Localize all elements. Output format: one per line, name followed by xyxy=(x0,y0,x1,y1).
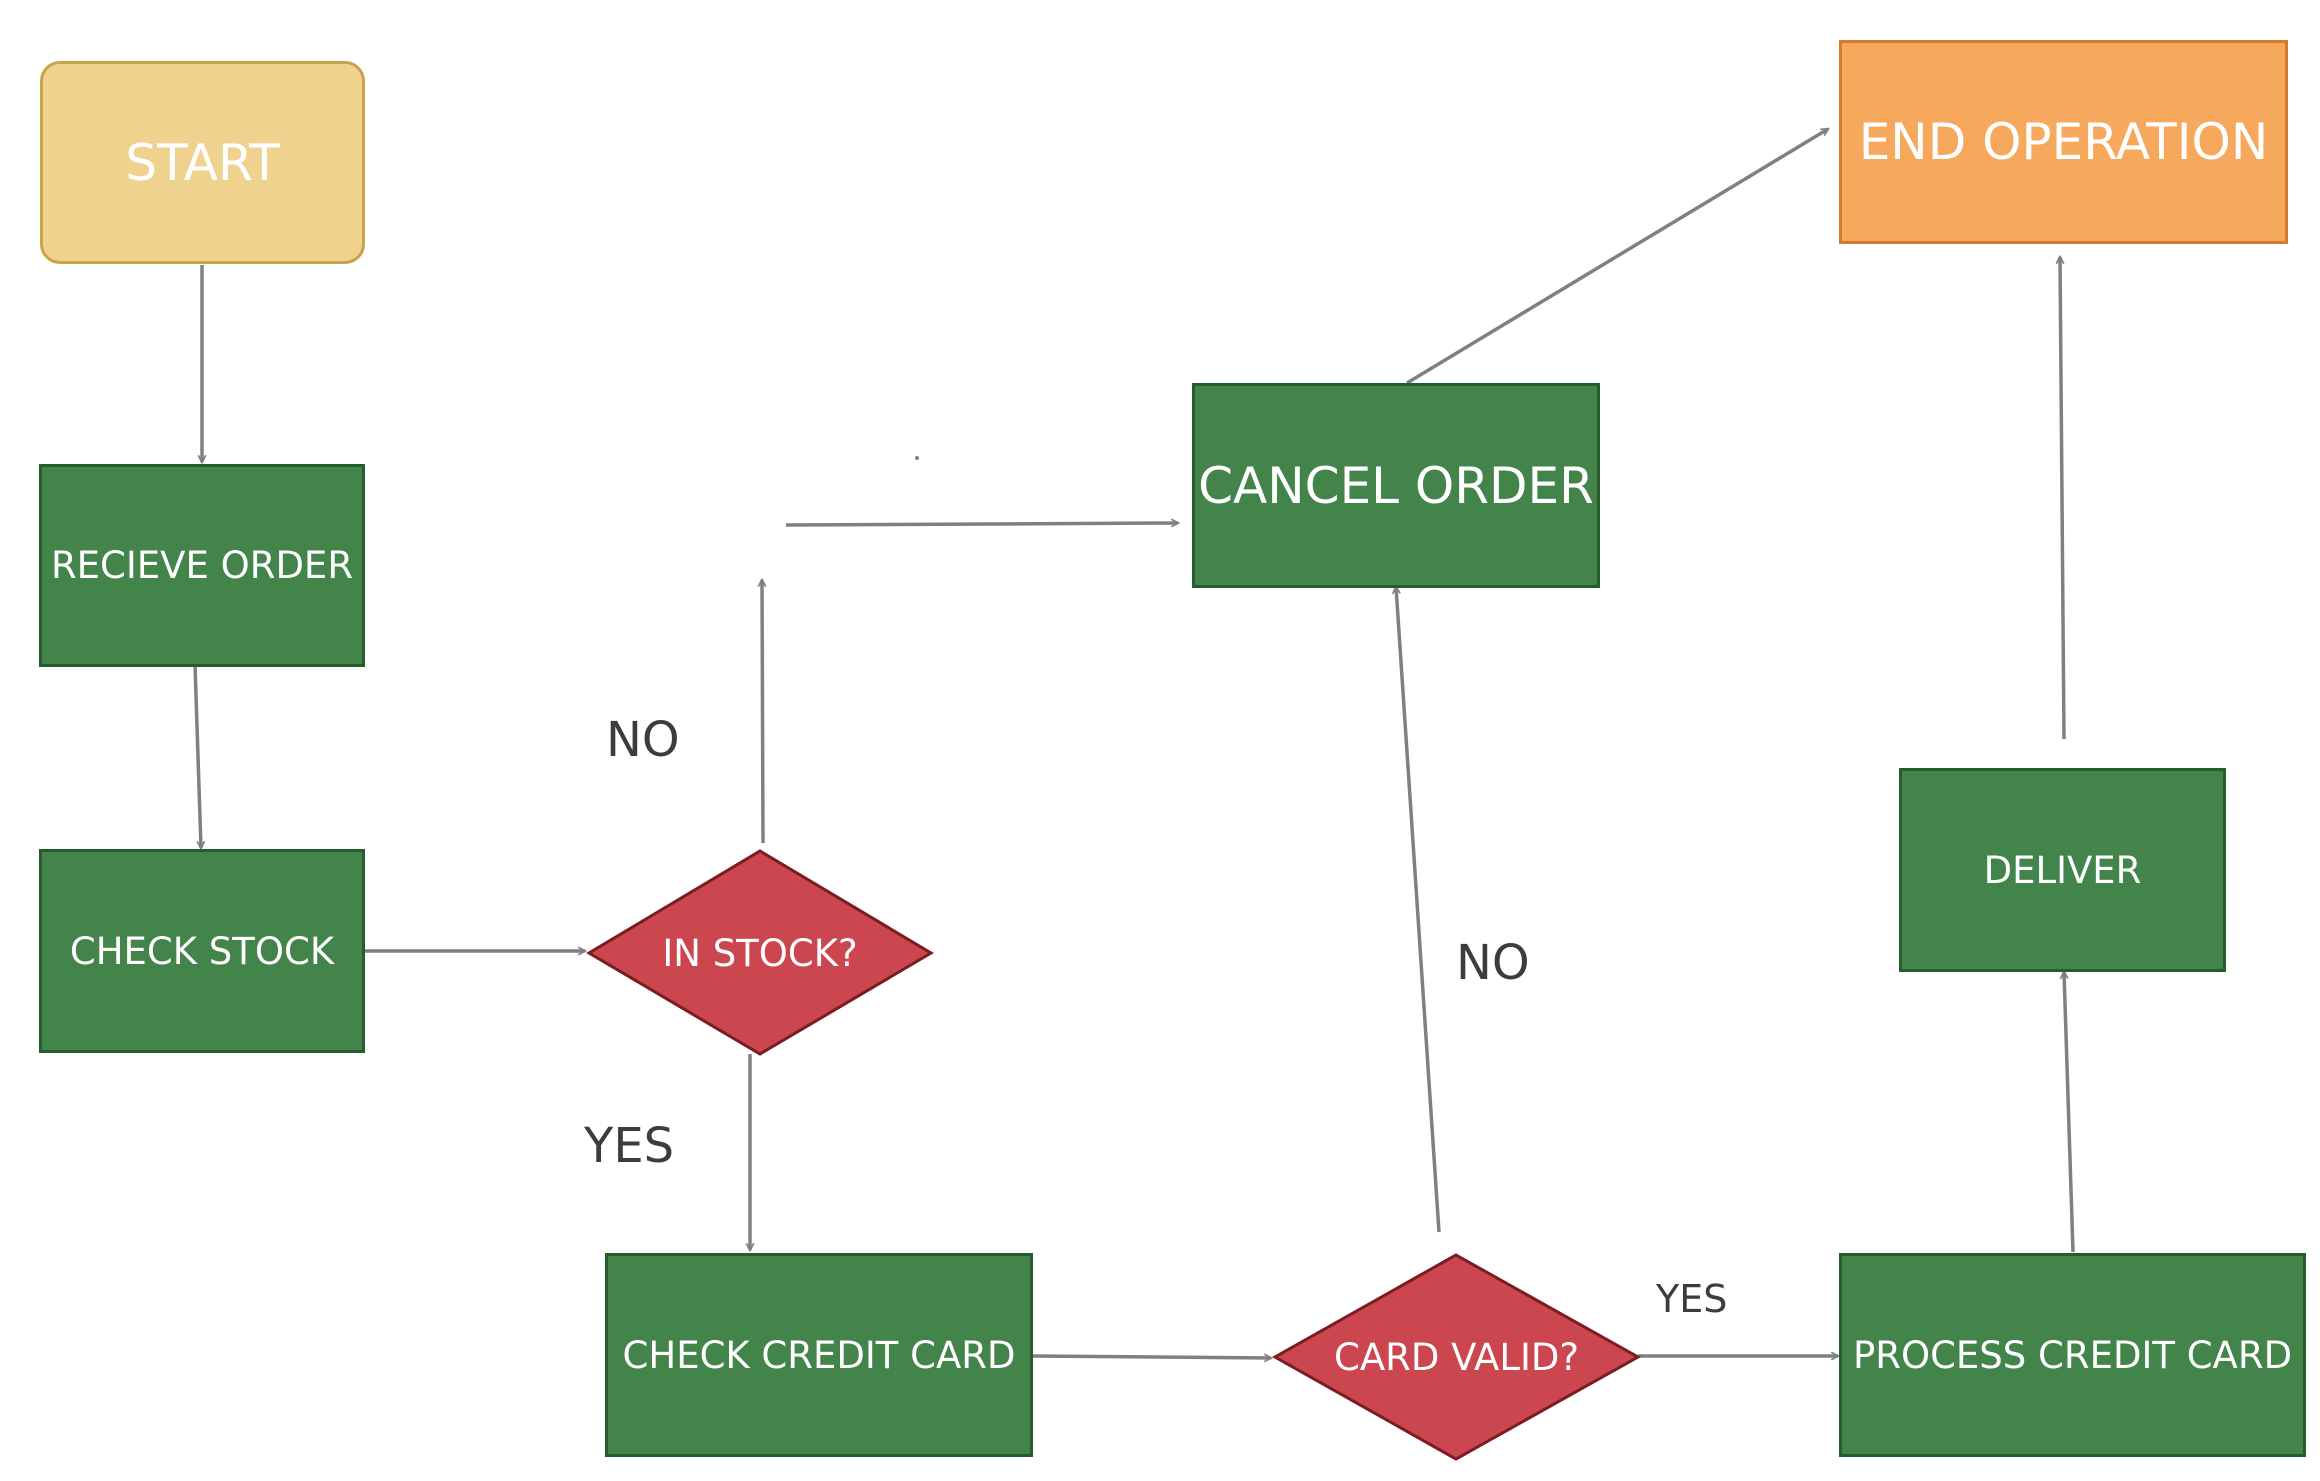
check-credit-card-node: CHECK CREDIT CARD xyxy=(605,1253,1033,1457)
card-valid-diamond xyxy=(1271,1253,1642,1461)
end-operation-node: END OPERATION xyxy=(1839,40,2288,244)
edge-no-to-cancel xyxy=(785,523,1178,525)
card-valid-yes-label: YES xyxy=(1656,1277,1728,1321)
in-stock-diamond xyxy=(586,849,934,1056)
edge-process-to-deliver xyxy=(2064,972,2075,1253)
edge-in-stock-no-up xyxy=(762,580,763,844)
process-credit-card-node: PROCESS CREDIT CARD xyxy=(1839,1253,2306,1457)
edge-deliver-to-end xyxy=(2060,257,2066,740)
check-stock-label: CHECK STOCK xyxy=(69,929,335,973)
stray-dot xyxy=(915,456,919,460)
check-credit-card-label: CHECK CREDIT CARD xyxy=(622,1333,1016,1377)
edge-card-valid-no-to-cancel xyxy=(1396,587,1441,1233)
process-credit-card-label: PROCESS CREDIT CARD xyxy=(1852,1333,2293,1377)
card-valid-no-label: NO xyxy=(1456,935,1530,991)
start-node-label: START xyxy=(125,133,280,192)
receive-order-label: RECIEVE ORDER xyxy=(50,544,354,587)
in-stock-yes-label: YES xyxy=(584,1118,675,1174)
edge-receive-to-check-stock xyxy=(193,664,201,848)
cancel-order-node: CANCEL ORDER xyxy=(1192,383,1600,588)
receive-order-node: RECIEVE ORDER xyxy=(39,464,365,667)
edge-cancel-to-end xyxy=(1406,127,1828,385)
deliver-node: DELIVER xyxy=(1899,768,2226,972)
in-stock-label: IN STOCK? xyxy=(662,931,858,975)
end-operation-label: END OPERATION xyxy=(1858,113,2269,171)
start-node: START xyxy=(40,61,365,264)
edge-check-card-to-card-valid xyxy=(1031,1356,1271,1358)
card-valid-label: CARD VALID? xyxy=(1333,1335,1580,1379)
in-stock-no-label: NO xyxy=(606,712,680,768)
check-stock-node: CHECK STOCK xyxy=(39,849,365,1053)
cancel-order-label: CANCEL ORDER xyxy=(1198,456,1594,515)
deliver-label: DELIVER xyxy=(1983,848,2142,892)
